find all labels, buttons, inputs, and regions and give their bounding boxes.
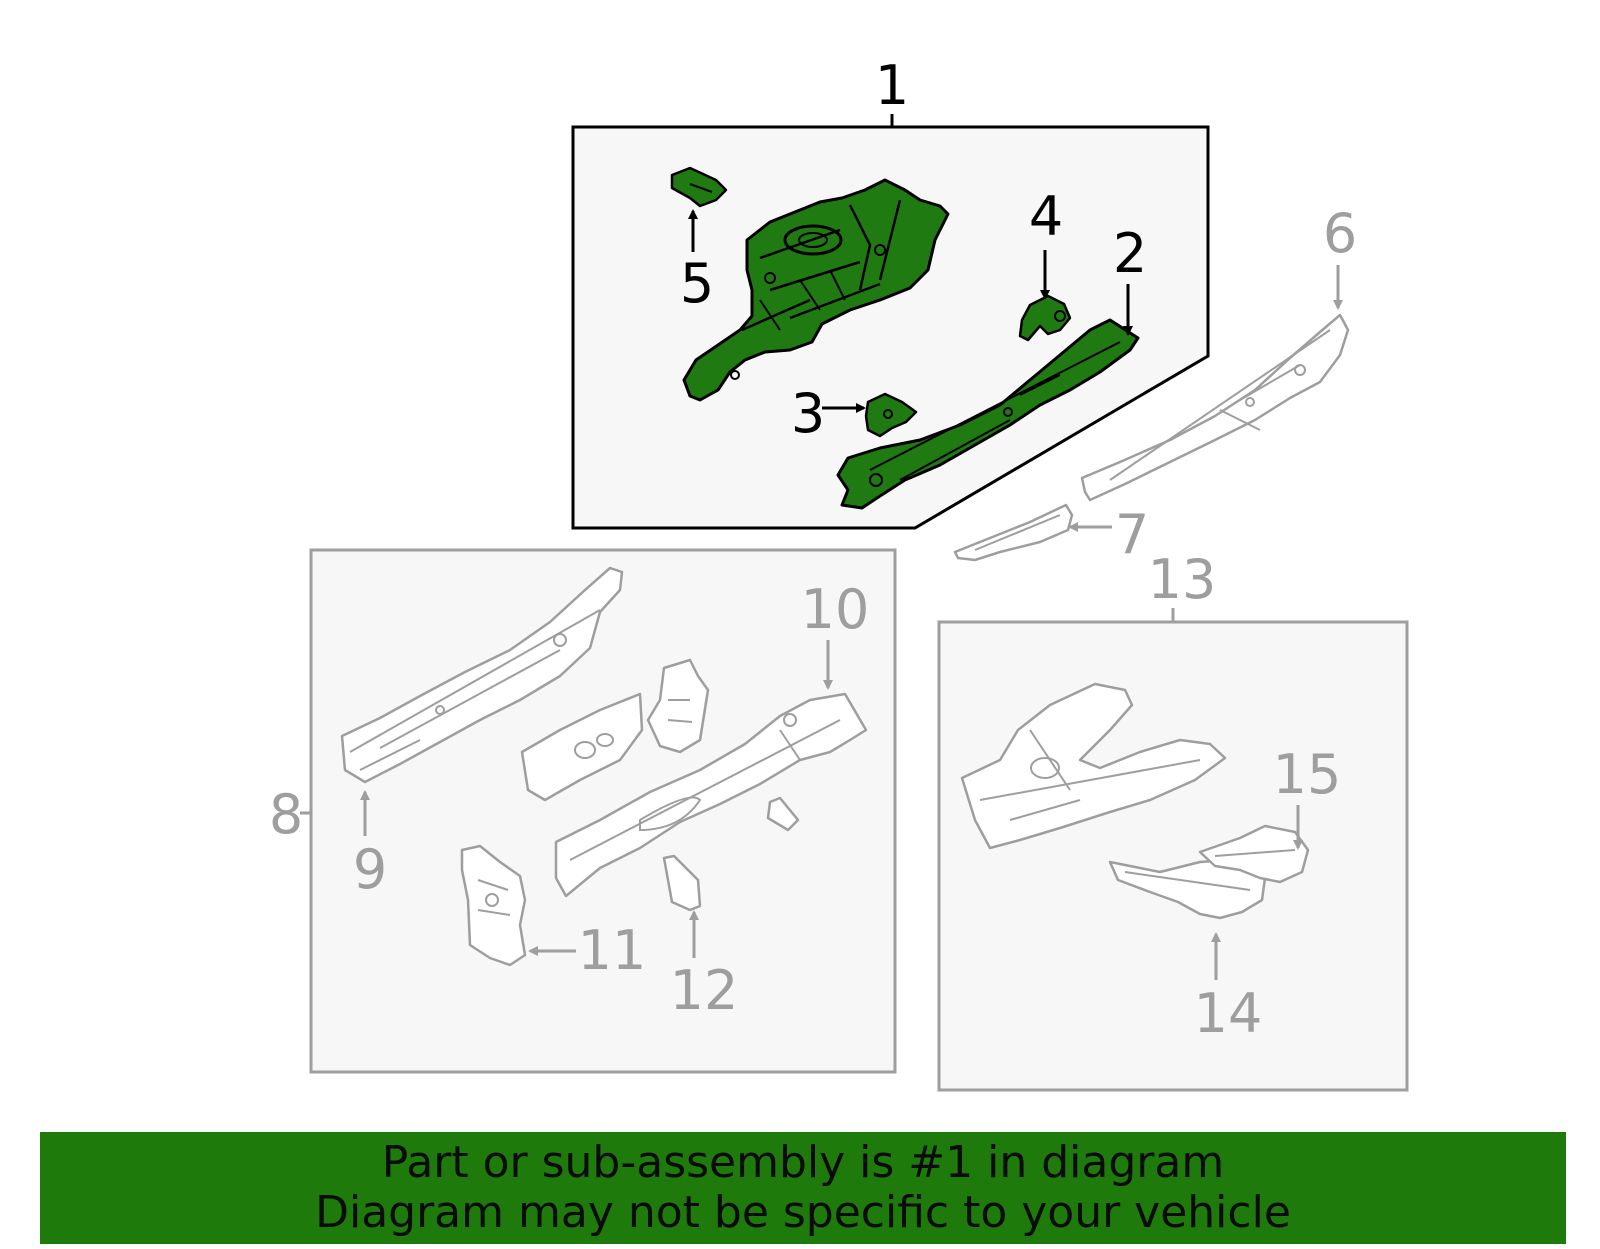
callout-4: 4 [1029, 185, 1063, 248]
part-10-rail[interactable] [554, 692, 868, 898]
part-15-reinforcement[interactable] [1198, 824, 1310, 884]
callout-14: 14 [1194, 982, 1263, 1045]
part-13-floor-rail[interactable] [960, 682, 1227, 850]
callout-13: 13 [1148, 548, 1217, 611]
part-5-bracket[interactable] [670, 166, 728, 208]
callout-12: 12 [670, 959, 739, 1022]
callout-3: 3 [791, 382, 825, 445]
part-14-crossmember[interactable] [1108, 858, 1267, 920]
group-13-box[interactable] [937, 608, 1409, 1092]
part-12-bracket[interactable] [662, 854, 702, 912]
callout-5: 5 [680, 252, 714, 315]
part-11-panel[interactable] [460, 844, 527, 967]
group-8-box[interactable] [300, 548, 897, 1074]
callout-9: 9 [353, 838, 387, 901]
callout-6: 6 [1323, 202, 1357, 265]
part-9-rail[interactable] [340, 566, 624, 784]
banner-line-1: Part or sub-assembly is #1 in diagram [381, 1137, 1225, 1188]
callout-11: 11 [578, 919, 647, 982]
callout-10: 10 [801, 578, 870, 641]
part-4-bracket[interactable] [1018, 294, 1072, 342]
callout-7: 7 [1115, 503, 1149, 566]
part-3-bracket[interactable] [864, 392, 918, 438]
part-1-frame-rail[interactable] [682, 178, 950, 402]
callout-15: 15 [1273, 743, 1342, 806]
part-inner-panel[interactable] [520, 692, 644, 802]
banner-line-2: Diagram may not be specific to your vehi… [315, 1187, 1291, 1238]
callout-8: 8 [269, 783, 303, 846]
part-clip[interactable] [766, 796, 800, 832]
part-2-rail[interactable] [836, 318, 1140, 510]
callout-1: 1 [875, 54, 909, 117]
part-tower[interactable] [646, 658, 710, 754]
part-6-rail[interactable] [1080, 313, 1350, 502]
callout-2: 2 [1113, 222, 1147, 285]
info-banner: Part or sub-assembly is #1 in diagram Di… [40, 1132, 1566, 1244]
part-7-bracket[interactable] [953, 503, 1074, 562]
group-1-box[interactable] [571, 114, 1210, 530]
